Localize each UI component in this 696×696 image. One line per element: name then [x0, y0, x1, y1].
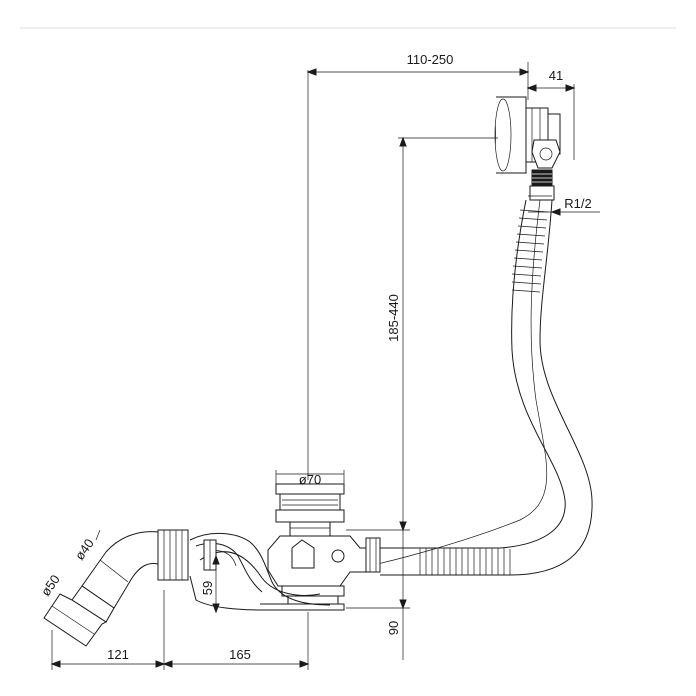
- dim-thread: R1/2: [564, 196, 591, 211]
- drain-body: [260, 535, 381, 611]
- dim-vertical-height: 185-440: [386, 294, 401, 342]
- dim-horizontal-reach: 110-250: [407, 52, 454, 67]
- dim-drain-offset: 165: [229, 647, 251, 662]
- dim-base-height: 90: [386, 621, 401, 635]
- dimension-annotations: 110-250 41 R1/2 185-440 90 ø70 59: [38, 52, 600, 670]
- outlet-elbow: [43, 529, 189, 647]
- drain-plug: [275, 483, 345, 537]
- dim-outlet-length: 121: [107, 647, 129, 662]
- overflow-head: [494, 96, 561, 201]
- dim-drain-diameter: ø70: [299, 472, 321, 487]
- dim-overflow-depth: 41: [549, 68, 563, 83]
- dim-pipe-diameter-inner: ø40: [72, 536, 97, 563]
- dim-trap-height: 59: [200, 581, 215, 595]
